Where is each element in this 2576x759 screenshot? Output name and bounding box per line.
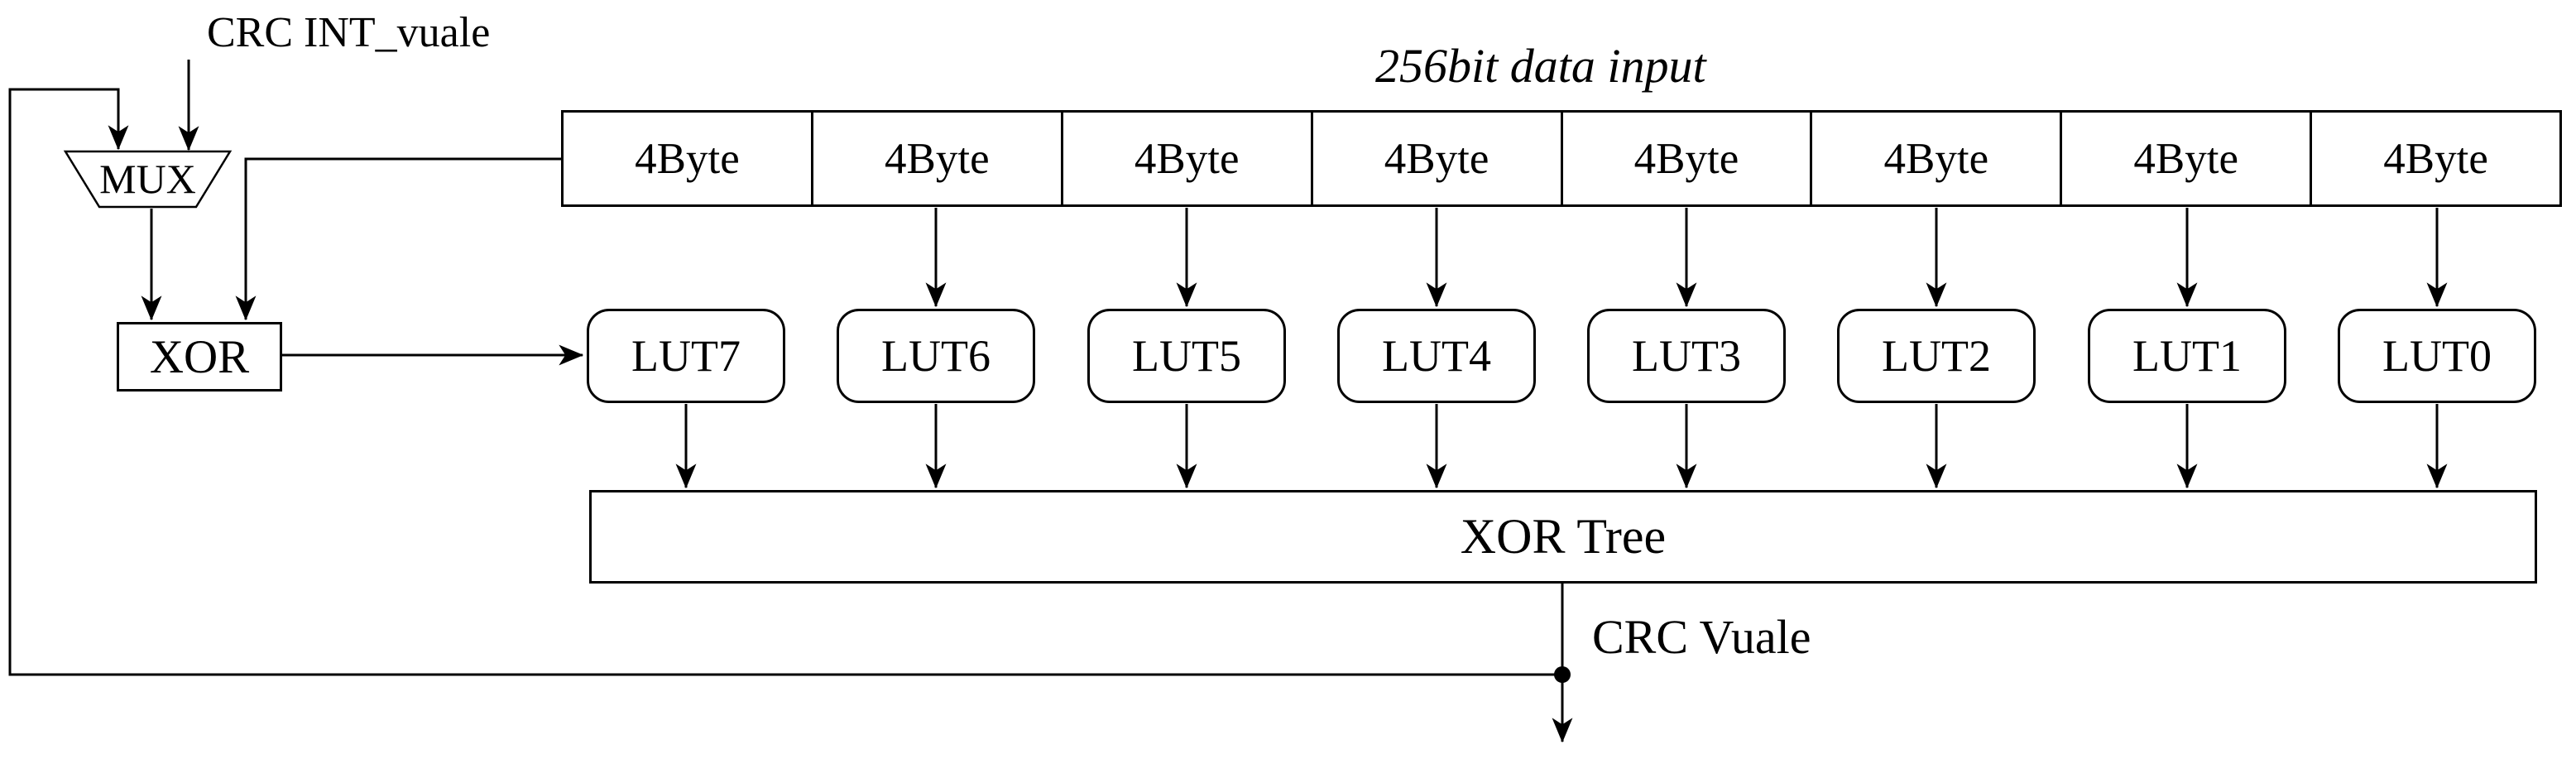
- lut1-block: LUT1: [2088, 309, 2286, 403]
- lut6-block: LUT6: [837, 309, 1035, 403]
- mux-shape: [63, 150, 233, 209]
- lut-label: LUT1: [2132, 331, 2242, 381]
- mux-block-label: MUX: [99, 156, 196, 202]
- lut2-block: LUT2: [1837, 309, 2036, 403]
- byte-cell-3: 4Byte: [1563, 113, 1813, 204]
- byte-cell-5: 4Byte: [1063, 113, 1313, 204]
- xor-block-label: XOR: [149, 330, 250, 383]
- byte-cell-label: 4Byte: [635, 134, 740, 183]
- byte-cell-label: 4Byte: [1384, 134, 1489, 183]
- lut-label: LUT4: [1382, 331, 1491, 381]
- lut-label: LUT6: [881, 331, 991, 381]
- lut-label: LUT2: [1882, 331, 1991, 381]
- byte-cell-label: 4Byte: [2383, 134, 2488, 183]
- data-input-row: 4Byte 4Byte 4Byte 4Byte 4Byte 4Byte 4Byt…: [561, 110, 2562, 207]
- byte-cell-1: 4Byte: [2062, 113, 2313, 204]
- byte-cell-label: 4Byte: [885, 134, 990, 183]
- byte-cell-label: 4Byte: [1134, 134, 1240, 183]
- wire-byte0-to-xor: [235, 157, 561, 321]
- crc-value-label: CRC Vuale: [1592, 610, 1811, 664]
- byte-cell-label: 4Byte: [2133, 134, 2238, 183]
- byte-cell-7: 4Byte: [564, 113, 813, 204]
- lut-label: LUT5: [1132, 331, 1241, 381]
- wire-feedback-loop: [8, 88, 1562, 676]
- byte-cell-0: 4Byte: [2312, 113, 2559, 204]
- lut-label: LUT3: [1632, 331, 1741, 381]
- byte-cell-label: 4Byte: [1633, 134, 1739, 183]
- lut5-block: LUT5: [1087, 309, 1286, 403]
- lut-label: LUT0: [2382, 331, 2492, 381]
- xor-tree-block: XOR Tree: [589, 490, 2537, 584]
- xor-tree-label: XOR Tree: [1460, 509, 1667, 564]
- lut7-block: LUT7: [587, 309, 785, 403]
- data-input-label: 256bit data input: [1375, 39, 1706, 93]
- byte-cell-4: 4Byte: [1313, 113, 1563, 204]
- byte-cell-6: 4Byte: [813, 113, 1063, 204]
- lut4-block: LUT4: [1337, 309, 1536, 403]
- xor-block: XOR: [117, 322, 282, 392]
- byte-cell-2: 4Byte: [1812, 113, 2063, 204]
- crc-init-label: CRC INT_vuale: [207, 9, 491, 56]
- lut3-block: LUT3: [1587, 309, 1786, 403]
- lut-label: LUT7: [631, 331, 741, 381]
- lut0-block: LUT0: [2338, 309, 2536, 403]
- byte-cell-label: 4Byte: [1883, 134, 1989, 183]
